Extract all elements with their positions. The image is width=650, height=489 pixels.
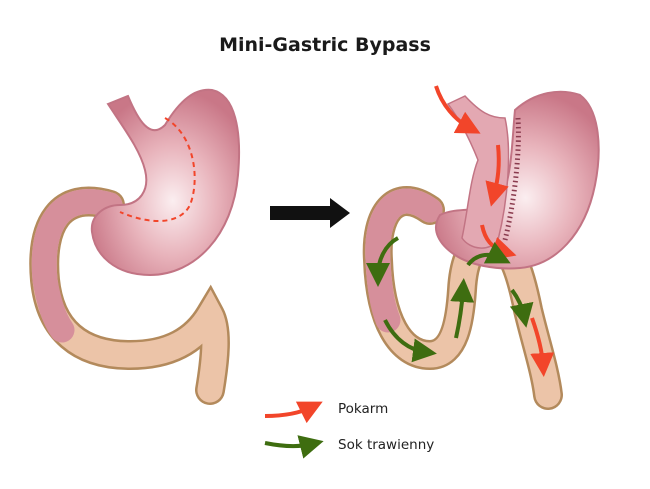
- legend-label-digestive-juice: Sok trawienny: [338, 437, 435, 453]
- juice-arrow: [366, 236, 400, 287]
- stomach: [90, 88, 241, 277]
- juice-arrow: [383, 319, 437, 363]
- juice-arrow: [466, 241, 511, 267]
- cut-line: [119, 117, 196, 222]
- food-arrow: [485, 144, 509, 207]
- staple-line: [502, 117, 521, 241]
- food-arrow: [434, 85, 481, 134]
- food-arrow: [530, 317, 555, 377]
- juice-arrow: [509, 288, 534, 328]
- legend-food-arrow-icon: [264, 401, 323, 424]
- legend-label-food: Pokarm: [338, 401, 389, 417]
- juice-arrow: [450, 278, 475, 339]
- bypass-anatomy: [362, 85, 600, 410]
- legend-juice-arrow-icon: [264, 435, 324, 459]
- transition-arrow-icon: [270, 198, 350, 228]
- normal-anatomy: [29, 88, 241, 405]
- diagram-title: Mini-Gastric Bypass: [219, 34, 431, 56]
